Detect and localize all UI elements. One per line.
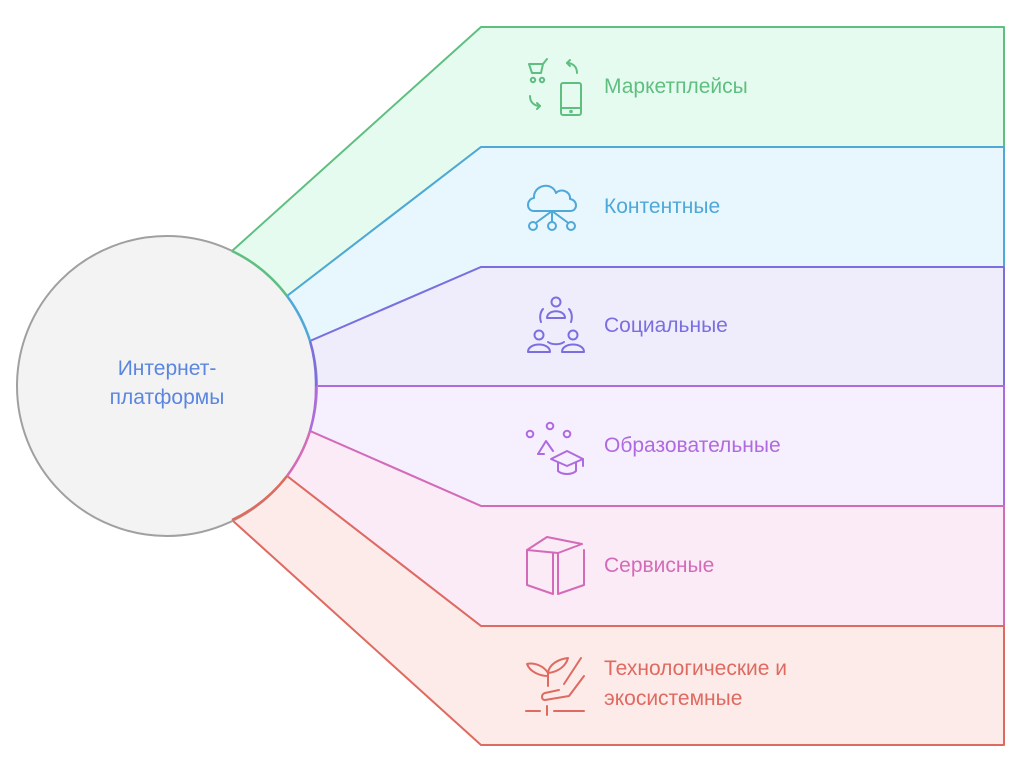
label-social: Социальные bbox=[604, 314, 728, 337]
plant-hand-icon bbox=[525, 657, 585, 716]
cart-phone-exchange-icon bbox=[528, 58, 582, 116]
label-education: Образовательные bbox=[604, 434, 781, 457]
label-marketplaces: Маркетплейсы bbox=[604, 75, 748, 98]
hub-label-line2: платформы bbox=[109, 386, 225, 409]
cloud-network-icon bbox=[527, 184, 577, 231]
label-tech-ecosystem-line2: экосистемные bbox=[604, 687, 743, 710]
label-content: Контентные bbox=[604, 195, 721, 218]
box-icon bbox=[526, 536, 585, 595]
hub-label: Интернет- платформы bbox=[17, 354, 317, 412]
label-tech-ecosystem-line1: Технологические и bbox=[604, 657, 788, 680]
graduation-cap-people-icon bbox=[525, 421, 584, 475]
hub-label-line1: Интернет- bbox=[117, 357, 217, 380]
label-tech-ecosystem: Технологические и экосистемные bbox=[604, 654, 787, 714]
people-group-icon bbox=[527, 296, 585, 353]
label-services: Сервисные bbox=[604, 554, 715, 577]
